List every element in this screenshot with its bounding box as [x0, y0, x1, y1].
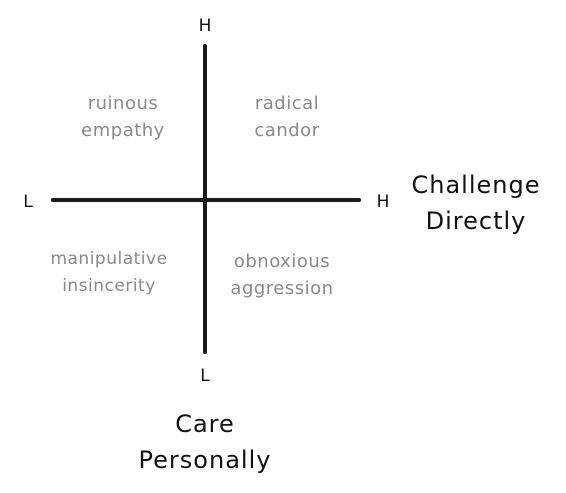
vertical-axis-low-label: L — [200, 366, 210, 386]
horizontal-axis-line — [51, 198, 361, 202]
horizontal-axis-low-label: L — [23, 192, 33, 212]
quadrant-ruinous-empathy-line2: empathy — [81, 120, 165, 141]
horizontal-axis-high-label: H — [376, 192, 390, 212]
horizontal-axis-title-line2: Directly — [425, 207, 527, 235]
vertical-axis-title: Care Personally — [110, 406, 300, 478]
quadrant-obnoxious-aggression-line2: aggression — [230, 278, 334, 299]
vertical-axis-high-label: H — [198, 16, 212, 36]
quadrant-ruinous-empathy: ruinous empathy — [58, 90, 188, 144]
horizontal-axis-title: Challenge Directly — [400, 167, 552, 239]
quadrant-manipulative-insincerity: manipulative insincerity — [30, 246, 188, 300]
quadrant-ruinous-empathy-line1: ruinous — [87, 93, 159, 114]
quadrant-manipulative-insincerity-line2: insincerity — [62, 276, 156, 296]
quadrant-radical-candor-line1: radical — [254, 93, 320, 114]
vertical-axis-title-line1: Care — [175, 410, 235, 438]
quadrant-radical-candor: radical candor — [222, 90, 352, 144]
vertical-axis-title-line2: Personally — [138, 446, 272, 474]
quadrant-obnoxious-aggression: obnoxious aggression — [215, 248, 349, 302]
quadrant-radical-candor-line2: candor — [254, 120, 320, 141]
horizontal-axis-title-line1: Challenge — [411, 171, 541, 199]
quadrant-obnoxious-aggression-line1: obnoxious — [233, 251, 331, 272]
quadrant-manipulative-insincerity-line1: manipulative — [50, 249, 168, 269]
